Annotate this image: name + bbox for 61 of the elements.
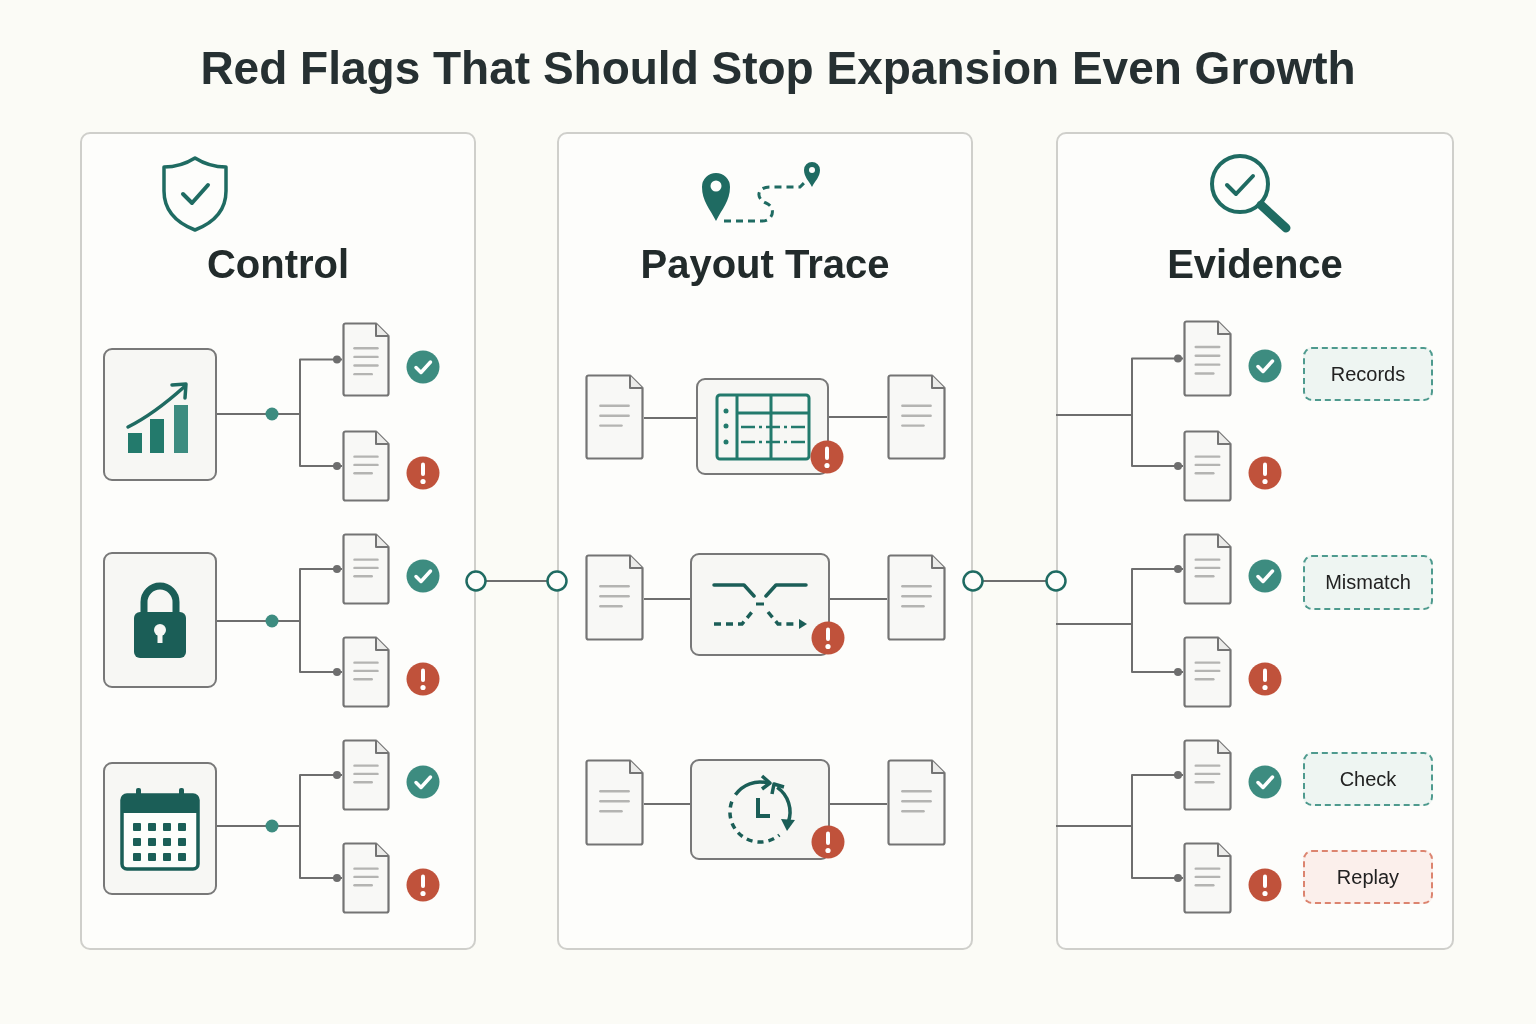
document-icon bbox=[585, 759, 644, 846]
connector-line bbox=[299, 771, 343, 827]
connector-line bbox=[828, 416, 888, 418]
dashed-tag: Replay bbox=[1303, 850, 1433, 904]
connector-line bbox=[1055, 623, 1133, 625]
connector-line bbox=[643, 598, 691, 600]
connector-line bbox=[1131, 354, 1184, 416]
panel bbox=[80, 132, 476, 950]
connector-line bbox=[829, 803, 888, 805]
icon-tile bbox=[690, 553, 830, 656]
connector-line bbox=[299, 565, 343, 622]
document-icon bbox=[1183, 320, 1232, 397]
dashed-tag: Records bbox=[1303, 347, 1433, 401]
document-icon bbox=[1183, 636, 1232, 708]
panel bbox=[1056, 132, 1454, 950]
icon-tile bbox=[103, 762, 217, 895]
connector-line bbox=[299, 413, 343, 470]
document-icon bbox=[1183, 533, 1232, 605]
document-icon bbox=[887, 554, 946, 641]
connector-line bbox=[465, 570, 568, 592]
connector-line bbox=[299, 825, 343, 882]
icon-tile bbox=[696, 378, 829, 475]
document-icon bbox=[585, 554, 644, 641]
connector-line bbox=[1131, 565, 1184, 625]
connector-line bbox=[299, 355, 343, 415]
icon-tile bbox=[103, 348, 217, 481]
document-icon bbox=[1183, 842, 1232, 914]
connector-line bbox=[216, 819, 301, 833]
connector-line bbox=[1131, 623, 1184, 676]
document-icon bbox=[887, 374, 946, 460]
connector-line bbox=[1131, 825, 1184, 882]
panel-heading: Evidence bbox=[1167, 241, 1343, 288]
dashed-tag: Mismatch bbox=[1303, 555, 1433, 610]
icon-tile bbox=[103, 552, 217, 688]
connector-line bbox=[216, 614, 301, 628]
panel-heading: Payout Trace bbox=[640, 241, 890, 288]
connector-line bbox=[643, 417, 697, 419]
document-icon bbox=[1183, 430, 1232, 502]
connector-line bbox=[1131, 771, 1184, 827]
connector-line bbox=[216, 407, 301, 421]
icon-tile bbox=[690, 759, 830, 860]
connector-line bbox=[299, 620, 343, 676]
document-icon bbox=[1183, 739, 1232, 811]
diagram-title: Red Flags That Should Stop Expansion Even Growth bbox=[200, 41, 1356, 96]
document-icon bbox=[342, 842, 390, 914]
panel-heading: Control bbox=[206, 241, 350, 288]
connector-line bbox=[643, 803, 691, 805]
connector-line bbox=[962, 570, 1067, 592]
panel bbox=[557, 132, 973, 950]
connector-line bbox=[1055, 825, 1133, 827]
document-icon bbox=[887, 759, 946, 846]
dashed-tag: Check bbox=[1303, 752, 1433, 806]
connector-line bbox=[1131, 414, 1184, 470]
document-icon bbox=[342, 739, 390, 811]
connector-line bbox=[829, 598, 888, 600]
document-icon bbox=[342, 636, 390, 708]
document-icon bbox=[342, 322, 390, 397]
document-icon bbox=[342, 430, 390, 502]
document-icon bbox=[342, 533, 390, 605]
document-icon bbox=[585, 374, 644, 460]
connector-line bbox=[1055, 414, 1133, 416]
